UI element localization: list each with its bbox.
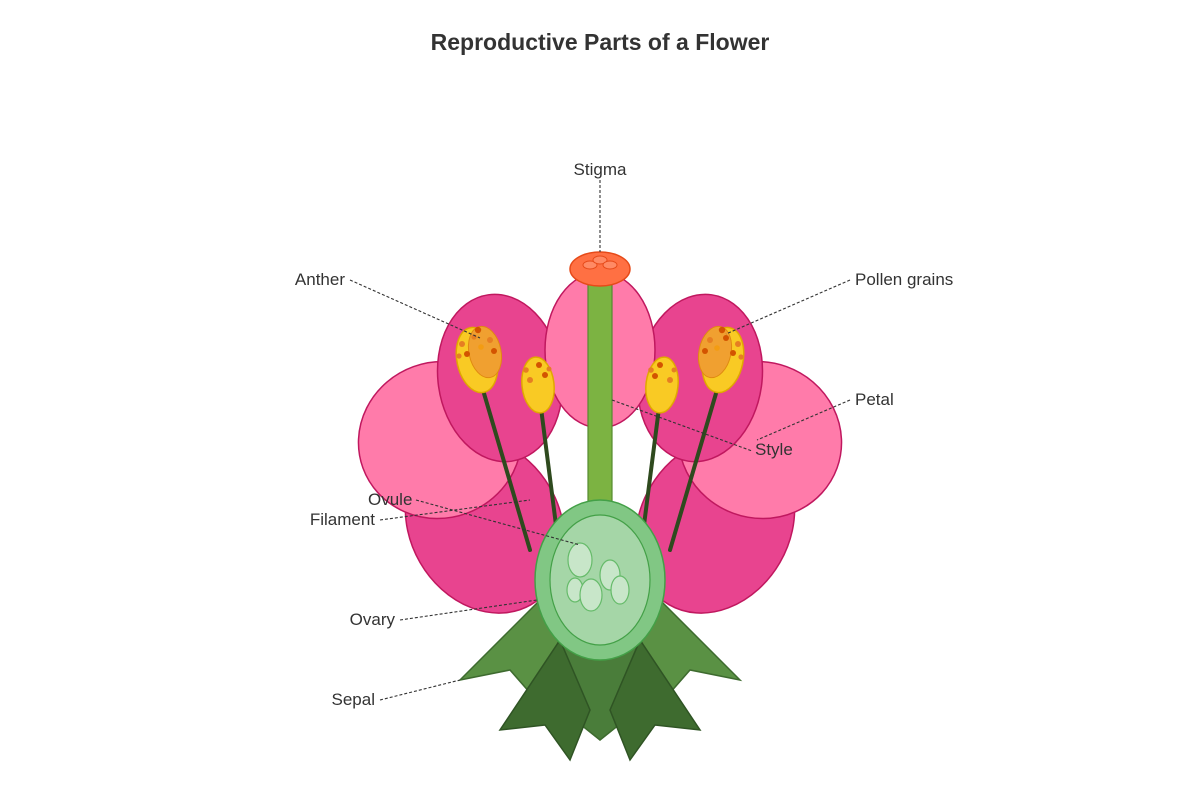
diagram-title: Reproductive Parts of a Flower (431, 29, 770, 55)
leader-pollen-grains (725, 279, 851, 335)
leader-filament (379, 499, 531, 521)
label-style: Style (755, 440, 793, 459)
ovule (567, 542, 593, 578)
stigma (569, 251, 631, 287)
filament-inner-left (539, 406, 558, 527)
sepals (457, 598, 743, 762)
ovule (579, 578, 603, 612)
anther-outer-left (455, 325, 503, 394)
label-anther: Anther (295, 270, 345, 289)
label-filament: Filament (310, 510, 375, 529)
leader-anther (349, 279, 481, 339)
leader-petal (756, 399, 851, 441)
label-pollen-grains: Pollen grains (855, 270, 953, 289)
anther-outer-right (697, 325, 745, 394)
label-stigma: Stigma (574, 160, 627, 179)
leader-ovary (399, 599, 538, 621)
leader-ovule (415, 499, 581, 546)
sepal-front-right (609, 638, 702, 762)
label-petal: Petal (855, 390, 894, 409)
label-ovule: Ovule (368, 490, 412, 509)
filaments (481, 388, 719, 552)
anther-inner-left (521, 356, 555, 414)
filament-outer-left (481, 388, 532, 552)
labels: Stigma Anther Pollen grains Petal Style … (295, 160, 953, 709)
label-ovary: Ovary (350, 610, 396, 629)
anther-inner-right (645, 356, 679, 414)
style (587, 281, 613, 511)
anthers (455, 325, 745, 414)
ovules (566, 542, 630, 612)
sepal-front-left (498, 638, 591, 762)
label-sepal: Sepal (332, 690, 375, 709)
ovule (610, 575, 630, 605)
filament-outer-right (668, 388, 719, 552)
filament-inner-right (642, 406, 661, 527)
leader-lines (349, 180, 851, 701)
leader-sepal (379, 679, 461, 701)
